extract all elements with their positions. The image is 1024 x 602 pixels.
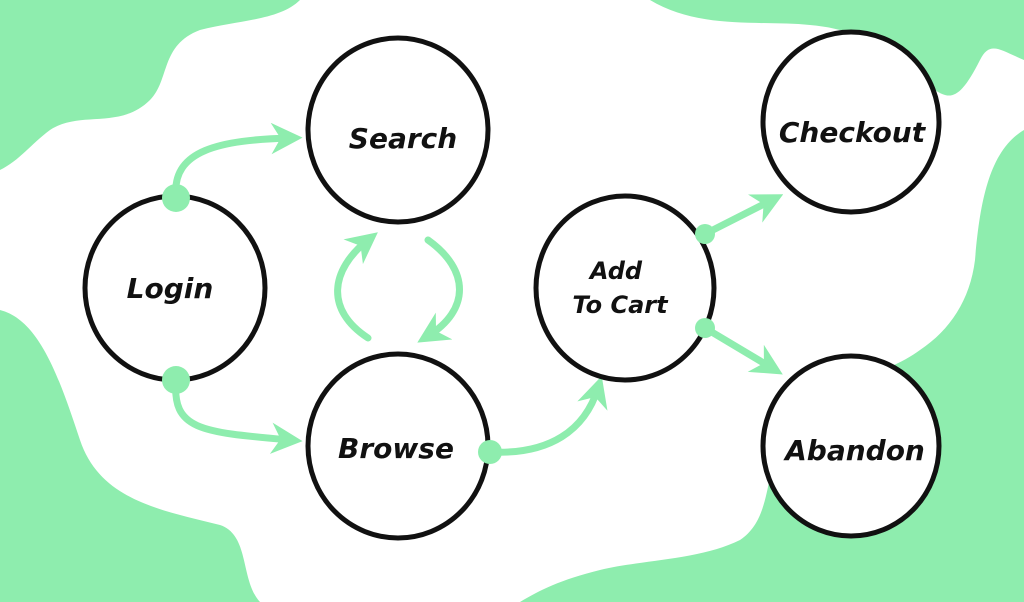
- label-abandon: Abandon: [783, 434, 925, 467]
- node-checkout[interactable]: [760, 29, 942, 215]
- edge-login-search: [172, 122, 303, 200]
- label-browse: Browse: [338, 432, 454, 465]
- nodes: [82, 29, 942, 541]
- edge-cart-checkout: [701, 194, 784, 238]
- blob-bottom-left: [0, 310, 260, 602]
- dot-login-top: [162, 184, 190, 212]
- label-checkout: Checkout: [779, 116, 927, 149]
- edge-cart-abandon: [701, 324, 783, 375]
- node-add-to-cart[interactable]: [533, 193, 717, 383]
- edge-browse-cart: [486, 375, 608, 456]
- edge-login-browse: [172, 376, 303, 455]
- dot-cart-bottom: [695, 318, 715, 338]
- label-login: Login: [127, 272, 214, 305]
- connector-dots: [162, 184, 715, 464]
- blob-top-right: [650, 0, 1024, 96]
- dot-login-bottom: [162, 366, 190, 394]
- edges: [172, 122, 784, 456]
- label-search: Search: [349, 122, 457, 155]
- edge-search-browse: [417, 236, 463, 343]
- dot-cart-top: [695, 224, 715, 244]
- label-add: Add: [588, 257, 643, 285]
- edge-browse-search: [334, 232, 378, 342]
- blob-top-left: [0, 0, 300, 170]
- label-to-cart: To Cart: [572, 291, 669, 319]
- node-abandon[interactable]: [760, 353, 942, 539]
- node-search[interactable]: [305, 35, 491, 225]
- dot-browse-right: [478, 440, 502, 464]
